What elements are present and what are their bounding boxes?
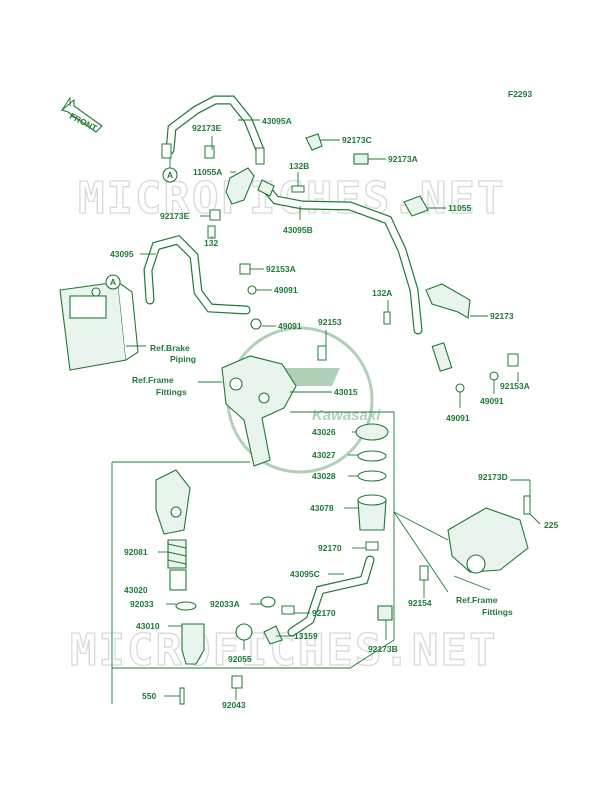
clamp-92173A: [353, 153, 369, 165]
bracket-11055A: [225, 167, 255, 205]
bracket-92173: [425, 283, 471, 319]
part-label-43027[interactable]: 43027: [312, 450, 336, 460]
part-label-43078[interactable]: 43078: [310, 503, 334, 513]
part-label-43026[interactable]: 43026: [312, 427, 336, 437]
piston-43020: [169, 569, 187, 591]
bolt-92154: [419, 565, 429, 581]
pushrod-43010: [181, 623, 205, 665]
part-label-92153A-right[interactable]: 92153A: [500, 381, 530, 391]
bolt-92153A-top: [239, 263, 251, 275]
part-label-92055[interactable]: 92055: [228, 654, 252, 664]
leader-lines: [126, 119, 541, 700]
circlip-92033A: [260, 596, 276, 608]
part-label-49091-right[interactable]: 49091: [480, 396, 504, 406]
part-label-550[interactable]: 550: [142, 691, 156, 701]
bolt-132-left: [207, 225, 216, 239]
part-label-92170-bottom[interactable]: 92170: [312, 608, 336, 618]
washer-49091-right: [489, 371, 499, 381]
part-label-43015[interactable]: 43015: [334, 387, 358, 397]
washer-49091-low: [455, 383, 465, 393]
bolt-92173E-top: [204, 145, 215, 159]
marker-a-top-label: A: [167, 170, 173, 180]
part-label-43095A[interactable]: 43095A: [262, 116, 292, 126]
part-label-13159[interactable]: 13159: [294, 631, 318, 641]
frame-bracket-right: [447, 507, 529, 573]
clamp-92173E-left: [209, 209, 221, 221]
ref-frame-fittings-top-line2: Fittings: [156, 387, 187, 397]
part-label-43028[interactable]: 43028: [312, 471, 336, 481]
part-label-43095C[interactable]: 43095C: [290, 569, 320, 579]
part-label-92154[interactable]: 92154: [408, 598, 432, 608]
banjo-fitting: [161, 143, 172, 159]
clamp-92170-top: [365, 541, 379, 551]
part-label-92173C[interactable]: 92173C: [342, 135, 372, 145]
washer-49091-mid: [250, 318, 262, 330]
ref-frame-fittings-top-line1: Ref.Frame: [132, 375, 174, 385]
ref-frame-fittings-right-line1: Ref.Frame: [456, 595, 498, 605]
bolt-132A: [383, 311, 391, 325]
part-label-92173A[interactable]: 92173A: [388, 154, 418, 164]
part-label-132A[interactable]: 132A: [372, 288, 392, 298]
part-label-49091-top[interactable]: 49091: [274, 285, 298, 295]
master-cylinder-43015: [221, 355, 297, 467]
part-label-11055[interactable]: 11055: [448, 203, 471, 213]
part-label-92170-top[interactable]: 92170: [318, 543, 342, 553]
part-label-92173B[interactable]: 92173B: [368, 644, 398, 654]
ref-frame-fittings-right-line2: Fittings: [482, 607, 513, 617]
part-label-43020[interactable]: 43020: [124, 585, 148, 595]
bracket-11055: [403, 195, 429, 217]
ref-brake-piping-line2: Piping: [170, 354, 196, 364]
reservoir-cap-43026: [355, 423, 389, 441]
front-arrow-icon: FRONT: [60, 96, 103, 134]
fitting-13159: [263, 625, 283, 645]
part-label-11055A[interactable]: 11055A: [193, 167, 222, 177]
abs-unit: [59, 281, 139, 371]
hose-end-top: [255, 147, 265, 165]
part-label-49091-mid[interactable]: 49091: [278, 321, 302, 331]
part-label-132B[interactable]: 132B: [289, 161, 309, 171]
bolt-92153: [317, 345, 327, 361]
part-label-92153A-top[interactable]: 92153A: [266, 264, 296, 274]
bolt-92043: [231, 675, 243, 689]
pin-550: [179, 687, 185, 705]
circlip-92033: [175, 601, 197, 611]
part-label-49091-low[interactable]: 49091: [446, 413, 470, 423]
marker-a-abs: [105, 274, 121, 290]
part-label-132-left[interactable]: 132: [204, 238, 218, 248]
part-label-43010[interactable]: 43010: [136, 621, 160, 631]
bolt-132B: [291, 185, 305, 193]
part-label-225[interactable]: 225: [544, 520, 558, 530]
clip-92173B: [377, 605, 393, 621]
clip-92173C: [305, 133, 323, 151]
pushrod-assembly: [155, 469, 191, 535]
part-label-92173E-top[interactable]: 92173E: [192, 123, 222, 133]
bolt-92153A-right: [507, 353, 519, 367]
hose-end-right: [431, 342, 453, 372]
diagram-code: F2293: [508, 89, 532, 99]
diaphragm-43028: [357, 470, 387, 482]
fitting-43095B: [257, 179, 275, 197]
ref-brake-piping-line1: Ref.Brake: [150, 343, 190, 353]
part-label-92081[interactable]: 92081: [124, 547, 148, 557]
part-label-43095[interactable]: 43095: [110, 249, 134, 259]
plate-43027: [357, 450, 387, 462]
part-label-92153[interactable]: 92153: [318, 317, 342, 327]
bolt-225: [523, 495, 531, 515]
part-label-92173E-left[interactable]: 92173E: [160, 211, 190, 221]
clamp-92170-bottom: [281, 605, 295, 615]
part-label-92173D[interactable]: 92173D: [478, 472, 508, 482]
part-label-92033A[interactable]: 92033A: [210, 599, 240, 609]
washer-49091-top: [247, 285, 257, 295]
part-label-92033[interactable]: 92033: [130, 599, 154, 609]
part-label-92173[interactable]: 92173: [490, 311, 514, 321]
part-label-92043[interactable]: 92043: [222, 700, 246, 710]
part-label-43095B[interactable]: 43095B: [283, 225, 313, 235]
oring-92055: [235, 623, 253, 641]
marker-a-abs-label: A: [110, 277, 116, 287]
logo-text: Kawasaki: [312, 407, 381, 424]
